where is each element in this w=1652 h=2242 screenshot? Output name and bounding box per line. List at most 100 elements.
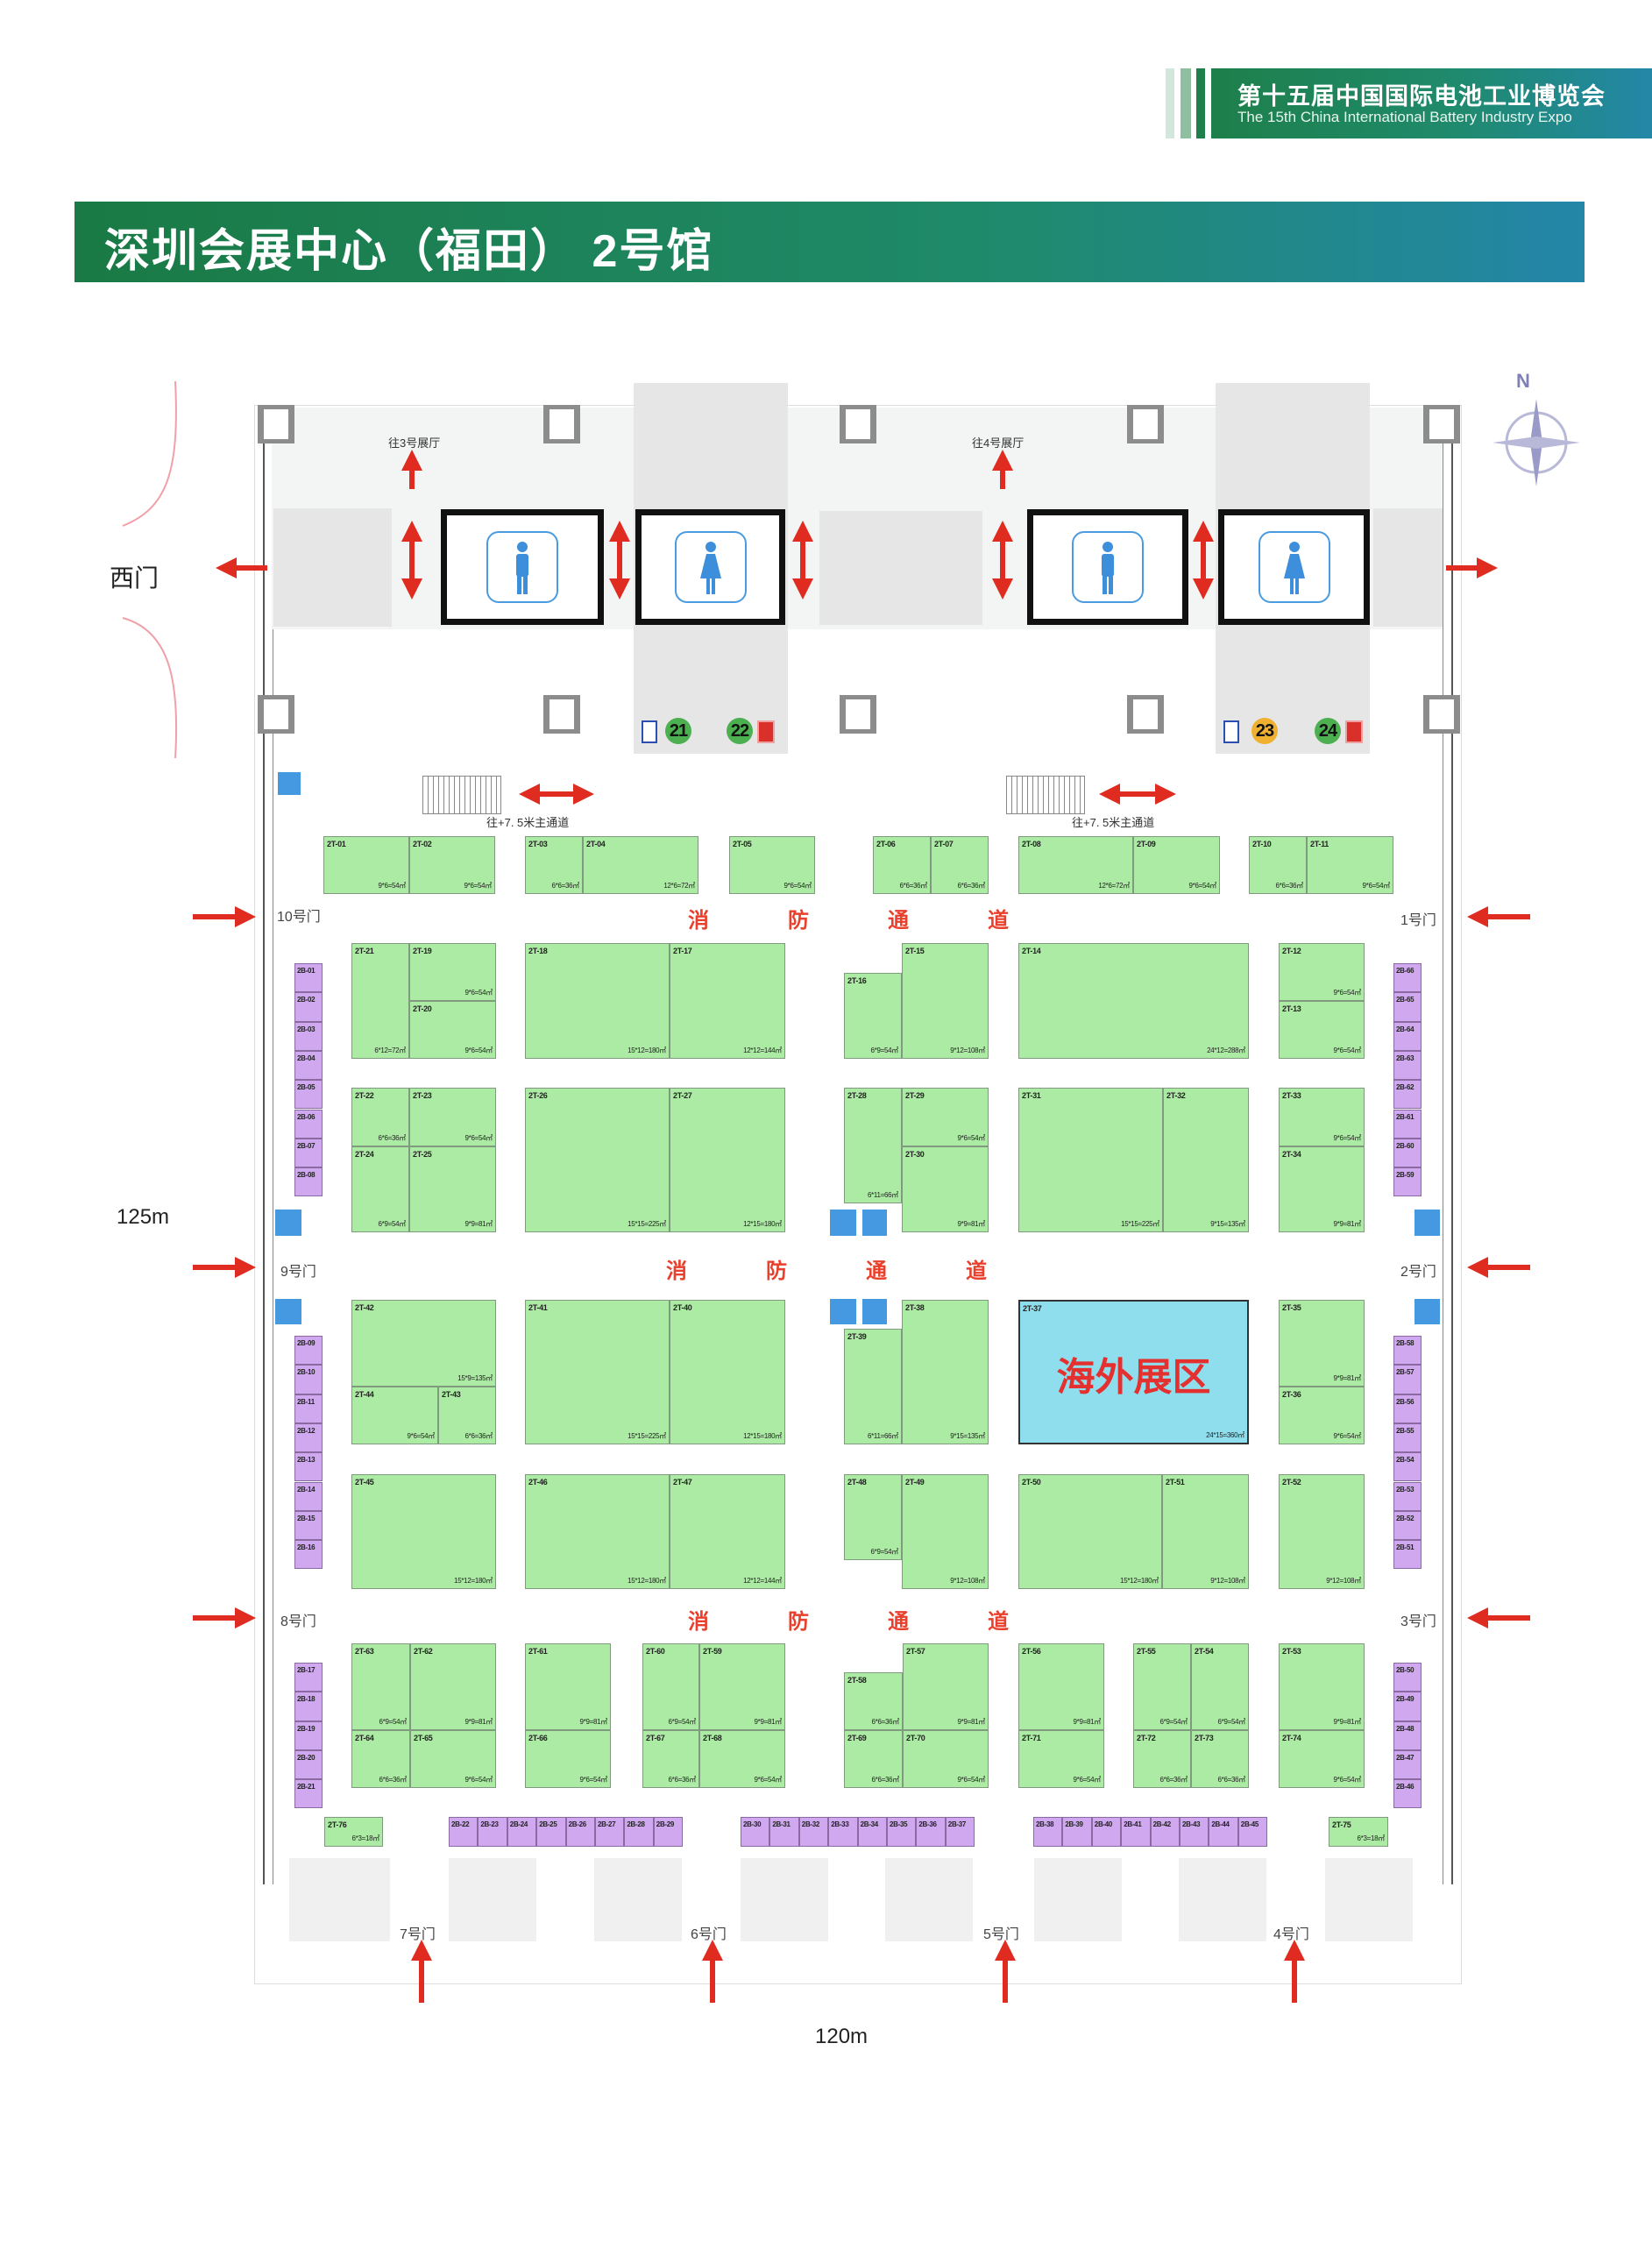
booth-2b-23[interactable]: 2B-23 — [478, 1817, 507, 1847]
booth-2b-34[interactable]: 2B-34 — [857, 1817, 887, 1847]
booth-2b-02[interactable]: 2B-02 — [294, 992, 323, 1022]
booth-2b-52[interactable]: 2B-52 — [1393, 1510, 1422, 1541]
booth-2b-61[interactable]: 2B-61 — [1393, 1109, 1422, 1139]
booth-2b-03[interactable]: 2B-03 — [294, 1021, 323, 1051]
booth-2b-04[interactable]: 2B-04 — [294, 1050, 323, 1081]
booth-2b-19[interactable]: 2B-19 — [294, 1721, 323, 1750]
booth-2b-45[interactable]: 2B-45 — [1237, 1817, 1268, 1847]
booth-2b-43[interactable]: 2B-43 — [1180, 1817, 1209, 1847]
booth-2b-58[interactable]: 2B-58 — [1393, 1336, 1422, 1366]
booth-2b-57[interactable]: 2B-57 — [1393, 1365, 1422, 1394]
booth-2b-40[interactable]: 2B-40 — [1091, 1817, 1122, 1847]
booth-2b-09[interactable]: 2B-09 — [294, 1336, 323, 1366]
booth-2b-42[interactable]: 2B-42 — [1150, 1817, 1180, 1847]
booth-2b-07[interactable]: 2B-07 — [294, 1138, 323, 1168]
booth-2b-31[interactable]: 2B-31 — [769, 1817, 799, 1847]
booth-2b-53[interactable]: 2B-53 — [1393, 1481, 1422, 1511]
booth-2b-25[interactable]: 2B-25 — [536, 1817, 566, 1847]
booth-2b-36[interactable]: 2B-36 — [916, 1817, 946, 1847]
booth-2b-13[interactable]: 2B-13 — [294, 1452, 323, 1482]
booth-2b-06[interactable]: 2B-06 — [294, 1109, 323, 1139]
booth-2b-33[interactable]: 2B-33 — [828, 1817, 858, 1847]
booth-2b-14[interactable]: 2B-14 — [294, 1481, 323, 1511]
booth-2b-38[interactable]: 2B-38 — [1033, 1817, 1063, 1847]
booth-2b-30[interactable]: 2B-30 — [741, 1817, 770, 1847]
booth-2b-28[interactable]: 2B-28 — [624, 1817, 654, 1847]
booth-2b-59[interactable]: 2B-59 — [1393, 1167, 1422, 1197]
booth-2b-21[interactable]: 2B-21 — [294, 1779, 323, 1809]
booth-2b-46[interactable]: 2B-46 — [1393, 1779, 1422, 1809]
booth-2b-62[interactable]: 2B-62 — [1393, 1080, 1422, 1110]
booth-2b-55[interactable]: 2B-55 — [1393, 1423, 1422, 1453]
booth-2b-27[interactable]: 2B-27 — [595, 1817, 625, 1847]
booth-2b-24[interactable]: 2B-24 — [507, 1817, 537, 1847]
booth-2b-41[interactable]: 2B-41 — [1121, 1817, 1151, 1847]
booth-2b-12[interactable]: 2B-12 — [294, 1423, 323, 1453]
booth-2b-22[interactable]: 2B-22 — [449, 1817, 479, 1847]
booth-2b-48[interactable]: 2B-48 — [1393, 1721, 1422, 1750]
booth-2b-39[interactable]: 2B-39 — [1062, 1817, 1092, 1847]
booth-2b-11[interactable]: 2B-11 — [294, 1394, 323, 1423]
booth-2b-15[interactable]: 2B-15 — [294, 1510, 323, 1541]
booth-2b-51[interactable]: 2B-51 — [1393, 1540, 1422, 1570]
booth-2b-49[interactable]: 2B-49 — [1393, 1692, 1422, 1721]
booth-2b-54[interactable]: 2B-54 — [1393, 1452, 1422, 1482]
booth-2b-20[interactable]: 2B-20 — [294, 1749, 323, 1780]
booth-2b-29[interactable]: 2B-29 — [653, 1817, 684, 1847]
booth-2b-56[interactable]: 2B-56 — [1393, 1394, 1422, 1423]
booth-2b-63[interactable]: 2B-63 — [1393, 1050, 1422, 1081]
booth-2b-17[interactable]: 2B-17 — [294, 1663, 323, 1692]
booth-2b-16[interactable]: 2B-16 — [294, 1540, 323, 1570]
